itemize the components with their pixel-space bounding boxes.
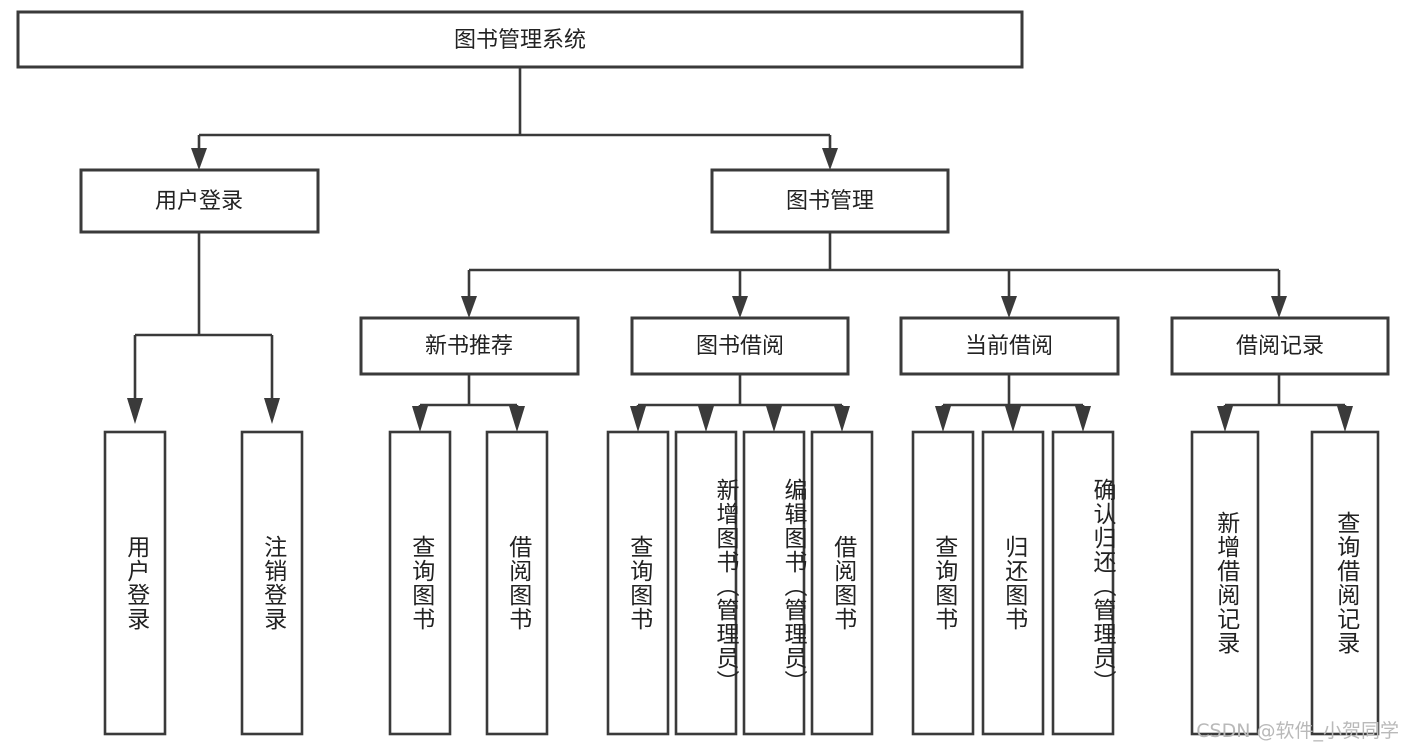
arrow-head-bb-leaf4 [834,406,850,432]
node-new-book-recommend[interactable] [359,316,580,376]
arrow-head-bookmgmt [822,148,838,170]
node-borrow-record[interactable] [1170,316,1390,376]
arrow-head-newbook [461,296,477,318]
leaf-nb-query-book[interactable] [388,430,452,736]
node-current-borrow[interactable] [899,316,1120,376]
arrow-head-borrowrecord [1271,296,1287,318]
leaf-cb-confirm-return-admin[interactable] [1051,430,1115,736]
leaf-nb-borrow-book[interactable] [485,430,549,736]
leaf-bb-query-book[interactable] [606,430,670,736]
arrow-head-bb-leaf2 [698,406,714,432]
node-root-label: 图书管理系统 [454,28,586,53]
arrow-head-cb-leaf2 [1005,406,1021,432]
leaf-bb-add-book-admin[interactable] [674,430,738,736]
node-book-borrow[interactable] [630,316,850,376]
leaf-bb-borrow-book[interactable] [810,430,874,736]
leaf-br-add-record[interactable] [1190,430,1260,736]
leaf-cb-return-book[interactable] [981,430,1045,736]
arrow-head-currentborrow [1001,296,1017,318]
node-book-borrow-label: 图书借阅 [696,334,784,359]
arrow-head-bb-leaf1 [630,406,646,432]
arrow-head-leaf-logout [264,398,280,424]
arrow-head-bookborrow [732,296,748,318]
arrow-head-nb-leaf2 [509,406,525,432]
node-layer: 图书管理系统 用户登录 图书管理 新书推荐 图书借阅 当前借阅 借阅记录 [16,10,1390,736]
node-current-borrow-label: 当前借阅 [965,334,1053,359]
leaf-cb-query-book[interactable] [911,430,975,736]
arrow-head-cb-leaf3 [1075,406,1091,432]
leaf-user-login[interactable] [103,430,167,736]
node-borrow-record-label: 借阅记录 [1236,334,1324,359]
node-book-management-label: 图书管理 [786,189,874,214]
leaf-logout[interactable] [240,430,304,736]
watermark: CSDN @软件_小贺同学 [1196,720,1399,742]
leaf-bb-edit-book-admin[interactable] [742,430,806,736]
arrow-head-nb-leaf1 [412,406,428,432]
arrow-head-br-leaf1 [1217,406,1233,432]
arrow-head-userlogin [191,148,207,170]
arrow-head-cb-leaf1 [935,406,951,432]
connector-layer [127,67,1353,432]
node-user-login-label: 用户登录 [155,189,243,214]
node-book-management[interactable] [710,168,950,234]
node-user-login[interactable] [79,168,320,234]
arrow-head-br-leaf2 [1337,406,1353,432]
node-root-book-management-system[interactable] [16,10,1024,69]
node-new-book-recommend-label: 新书推荐 [425,334,513,359]
arrow-head-bb-leaf3 [766,406,782,432]
leaf-br-query-record[interactable] [1310,430,1380,736]
arrow-head-leaf-user-login [127,398,143,424]
